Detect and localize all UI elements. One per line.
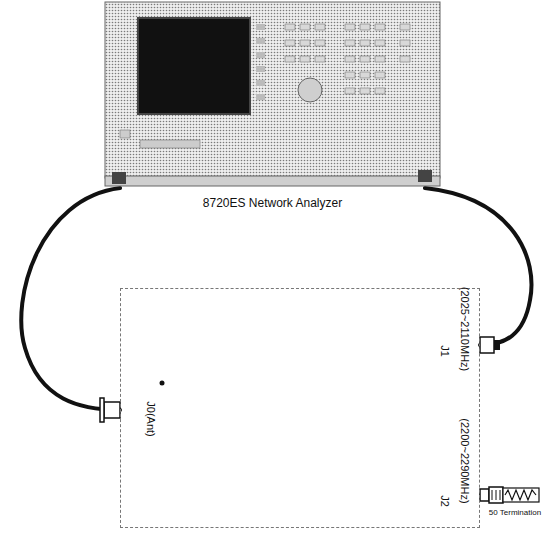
termination-symbol xyxy=(489,487,539,503)
device-under-test: J0(Ant) J1 (2025~2110MHz) J2 (2200~2290MHz) xyxy=(120,288,480,528)
port-connectors xyxy=(100,337,500,501)
port-label: (2025~2110MHz) xyxy=(459,287,472,371)
port-label: J1 xyxy=(439,345,452,357)
port-label: J2 xyxy=(439,495,452,507)
port-label: J0(Ant) xyxy=(145,401,158,436)
network-analyzer: 8720ES Network Analyzer xyxy=(105,2,440,188)
coax-cable xyxy=(425,188,532,345)
device-label: 8720ES Network Analyzer xyxy=(105,197,440,211)
termination-load: 50 Termination xyxy=(488,485,542,505)
port-label: (2200~2290MHz) xyxy=(459,418,472,503)
device-label: 50 Termination xyxy=(488,508,542,517)
coax-cable xyxy=(21,188,120,410)
network-analyzer xyxy=(105,2,440,186)
